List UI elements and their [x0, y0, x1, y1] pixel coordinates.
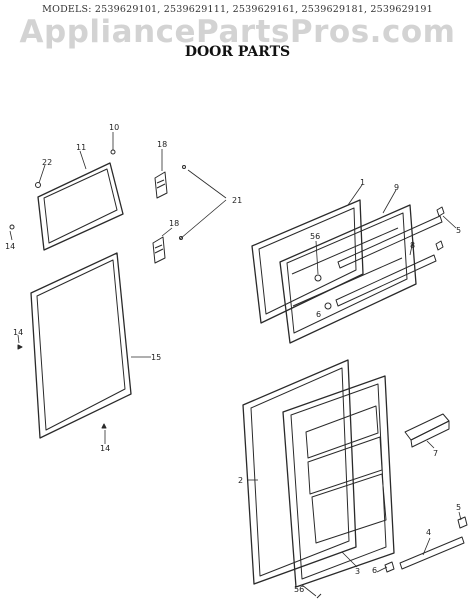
hinge-bracket-lower[interactable] [152, 236, 166, 264]
callout-6-bottom: 6 [372, 566, 377, 575]
callout-10: 10 [109, 123, 119, 132]
shelf-retainer-6[interactable] [324, 302, 332, 310]
callout-14-mid: 14 [13, 328, 23, 337]
fresh-food-door-outer[interactable] [242, 359, 357, 585]
hinge-bracket-upper[interactable] [154, 171, 168, 199]
screw-14-top[interactable] [9, 224, 15, 230]
callout-21: 21 [232, 196, 242, 205]
end-cap-6[interactable] [384, 561, 395, 573]
callout-56-top: 56 [310, 232, 320, 241]
screw-10[interactable] [110, 149, 116, 155]
callout-18-upper: 18 [157, 140, 167, 149]
callout-6-top: 6 [316, 310, 321, 319]
callout-8: 8 [410, 241, 415, 250]
shelf-retainer-56[interactable] [314, 274, 322, 282]
callout-7: 7 [433, 449, 438, 458]
freezer-shelf-bars[interactable] [335, 215, 443, 307]
callout-labels: 10 11 22 14 14 15 14 18 18 21 1 9 56 8 6… [5, 123, 461, 594]
fresh-food-door-liner[interactable] [282, 375, 395, 588]
callout-3: 3 [355, 567, 360, 576]
leader-lines [9, 132, 462, 597]
callout-2: 2 [238, 476, 243, 485]
screw-14-mid[interactable] [17, 344, 23, 350]
callout-4: 4 [426, 528, 431, 537]
callout-5-bottom: 5 [456, 503, 461, 512]
screw-56[interactable] [316, 593, 322, 599]
callout-1: 1 [360, 178, 365, 187]
door-rail-4[interactable] [399, 536, 465, 570]
freezer-door-liner[interactable] [279, 204, 417, 344]
callout-22: 22 [42, 158, 52, 167]
freezer-door-outer[interactable] [251, 199, 364, 324]
callout-15: 15 [151, 353, 161, 362]
callout-11: 11 [76, 143, 86, 152]
shelf-end-caps-5[interactable] [435, 206, 445, 251]
screw-21-a[interactable] [182, 165, 186, 169]
fresh-food-gasket[interactable] [30, 252, 132, 439]
callout-56-bottom: 56 [294, 585, 304, 594]
callout-14-top: 14 [5, 242, 15, 251]
door-bin-7[interactable] [404, 413, 450, 448]
diagram-title: DOOR PARTS [184, 44, 291, 60]
callout-18-lower: 18 [169, 219, 179, 228]
callout-9: 9 [394, 183, 399, 192]
end-cap-5[interactable] [457, 516, 468, 529]
callout-14-bottom: 14 [100, 444, 110, 453]
screw-21-b[interactable] [179, 236, 183, 240]
models-list: MODELS: 2539629101, 2539629111, 25396291… [42, 4, 433, 15]
screw-14-bottom[interactable] [101, 423, 107, 429]
watermark: AppliancePartsPros.com [19, 14, 456, 50]
freezer-gasket[interactable] [37, 162, 124, 251]
callout-5-top: 5 [456, 226, 461, 235]
screw-22[interactable] [35, 182, 41, 188]
